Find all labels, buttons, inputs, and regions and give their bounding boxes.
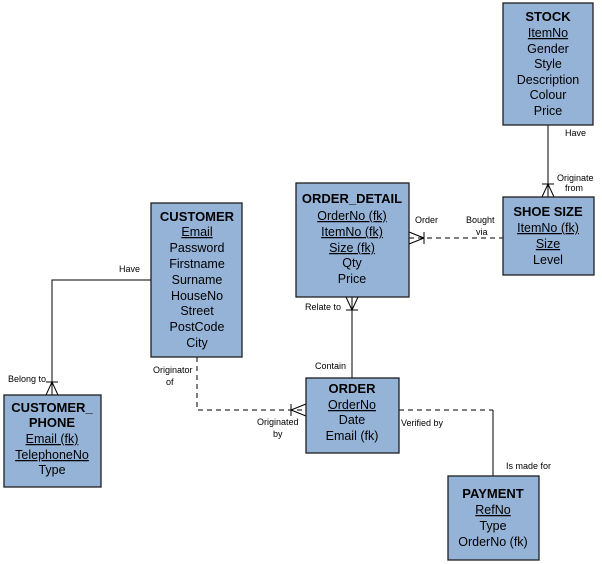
rel-label-customer-originator-2: of — [166, 377, 174, 387]
entity-stock-attr: Gender — [527, 42, 569, 56]
entity-shoe-size-attr: Level — [533, 253, 563, 267]
entity-stock-attr: Style — [534, 57, 562, 71]
crow-foot-shoe-size-top — [541, 183, 555, 198]
entity-shoe-size-title: SHOE SIZE — [513, 204, 583, 219]
entity-payment-attr: RefNo — [475, 503, 510, 517]
connector-customer-order — [196, 357, 306, 411]
entity-customer-attr: Password — [170, 241, 225, 255]
entity-customer-attr: Email — [181, 225, 212, 239]
crow-foot-customer-phone-top — [45, 381, 59, 396]
entity-order-attr: Email (fk) — [326, 429, 379, 443]
entity-payment-title: PAYMENT — [462, 486, 523, 501]
entity-order-detail-title: ORDER_DETAIL — [302, 191, 402, 206]
entity-order-detail: ORDER_DETAIL OrderNo (fk) ItemNo (fk) Si… — [295, 182, 410, 298]
entity-shoe-size-attr: Size — [536, 237, 560, 251]
rel-label-phone-belong: Belong to — [8, 374, 46, 384]
entity-stock-attr: Colour — [530, 88, 567, 102]
entity-customer-phone-title-1: CUSTOMER_ — [11, 400, 93, 415]
entity-payment-attr: Type — [479, 519, 506, 533]
entity-order-title: ORDER — [329, 381, 377, 396]
entity-order-attr: Date — [339, 413, 365, 427]
crow-foot-order-left — [290, 403, 307, 417]
entity-customer-phone-title-2: PHONE — [29, 415, 76, 430]
entity-order-detail-attr: ItemNo (fk) — [321, 225, 383, 239]
entity-customer-phone-attr: Type — [38, 463, 65, 477]
entity-stock-title: STOCK — [525, 9, 571, 24]
rel-label-order-originated-2: by — [273, 429, 283, 439]
rel-label-stock-have: Have — [565, 128, 586, 138]
entity-shoe-size: SHOE SIZE ItemNo (fk) Size Level — [502, 196, 595, 276]
entity-customer-phone: CUSTOMER_ PHONE Email (fk) TelephoneNo T… — [3, 394, 102, 488]
entity-shoe-size-attr: ItemNo (fk) — [517, 221, 579, 235]
entity-order-detail-attr: Qty — [342, 256, 362, 270]
entity-stock-attr: ItemNo — [528, 26, 568, 40]
entity-customer: CUSTOMER Email Password Firstname Surnam… — [150, 202, 243, 358]
rel-label-shoe-bought-2: via — [476, 227, 488, 237]
entity-customer-attr: HouseNo — [171, 289, 223, 303]
rel-label-shoe-originate-2: from — [565, 183, 583, 193]
entity-customer-phone-attr: Email (fk) — [26, 432, 79, 446]
entity-order: ORDER OrderNo Date Email (fk) — [305, 377, 400, 454]
entity-payment-attr: OrderNo (fk) — [458, 535, 527, 549]
entity-order-detail-attr: Price — [338, 272, 367, 286]
entity-customer-attr: City — [186, 336, 208, 350]
rel-label-order-verified: Verified by — [401, 418, 444, 428]
rel-label-detail-order: Order — [415, 215, 438, 225]
entity-order-detail-attr: OrderNo (fk) — [317, 209, 386, 223]
entity-customer-attr: PostCode — [170, 320, 225, 334]
rel-label-payment-made: Is made for — [506, 461, 551, 471]
rel-label-shoe-originate-1: Originate — [557, 173, 594, 183]
entity-customer-title: CUSTOMER — [160, 209, 235, 224]
rel-label-customer-originator-1: Originator — [153, 365, 193, 375]
entity-order-attr: OrderNo — [328, 398, 376, 412]
rel-label-customer-have: Have — [119, 264, 140, 274]
entity-customer-attr: Surname — [172, 273, 223, 287]
entity-order-detail-attr: Size (fk) — [329, 241, 375, 255]
entity-customer-phone-attr: TelephoneNo — [15, 448, 89, 462]
connector-customer-phone — [51, 279, 151, 395]
rel-label-order-originated-1: Originated — [257, 417, 299, 427]
entity-customer-attr: Firstname — [169, 257, 225, 271]
crow-foot-order-detail-right — [408, 231, 425, 245]
entity-payment: PAYMENT RefNo Type OrderNo (fk) — [447, 475, 540, 561]
entity-customer-attr: Street — [180, 304, 214, 318]
entity-stock-attr: Price — [534, 104, 563, 118]
rel-label-order-contain: Contain — [315, 361, 346, 371]
entity-stock: STOCK ItemNo Gender Style Description Co… — [502, 2, 594, 126]
entity-stock-attr: Description — [517, 73, 580, 87]
rel-label-shoe-bought-1: Bought — [466, 215, 495, 225]
rel-label-detail-relate: Relate to — [305, 302, 341, 312]
crow-foot-order-detail-bottom — [345, 296, 359, 311]
